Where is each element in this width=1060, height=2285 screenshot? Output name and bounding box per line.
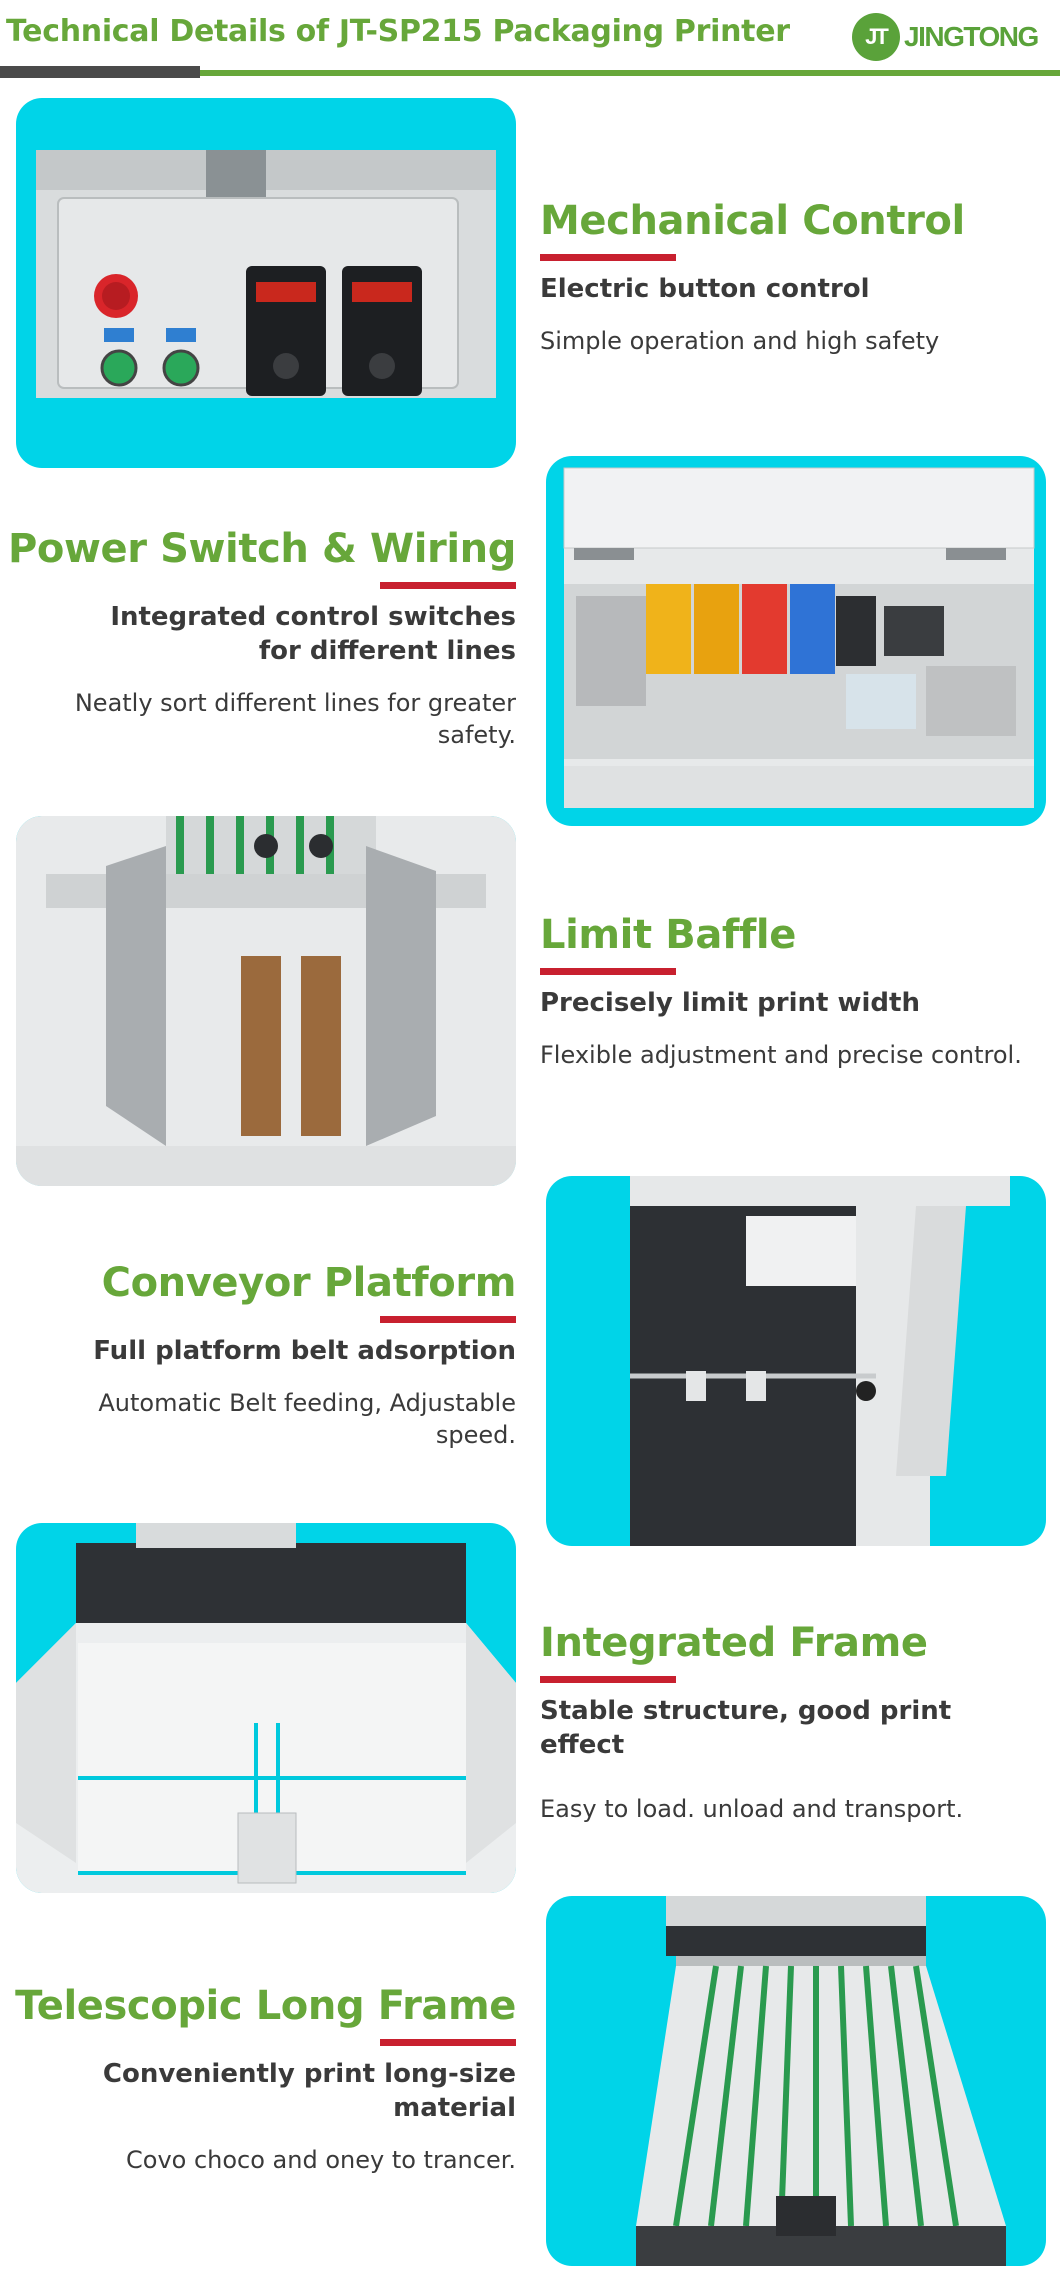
section-heading: Conveyor Platform <box>101 1260 517 1306</box>
section-subheading: Precisely limit print width <box>540 988 920 1018</box>
section-heading: Power Switch & Wiring <box>7 526 516 572</box>
section-subheading: Stable structure, good print effect <box>540 1696 952 1760</box>
control-panel-photo <box>16 98 516 468</box>
section-heading: Integrated Frame <box>540 1620 928 1666</box>
section-description: Neatly sort different lines for greater … <box>74 688 516 749</box>
section-rule <box>380 2039 516 2046</box>
jt-logo-icon: JT <box>852 13 900 61</box>
section-subheading: Conveniently print long-size material <box>102 2059 516 2123</box>
section-description: Simple operation and high safety <box>540 326 940 355</box>
header-divider-dark <box>0 66 200 78</box>
wiring-cabinet-photo <box>546 456 1046 826</box>
section-subheading: Integrated control switches for differen… <box>110 602 516 666</box>
integrated-frame-photo <box>16 1523 516 1893</box>
section-rule <box>380 1316 516 1323</box>
brand-logo: JT JINGTONG <box>852 12 1039 62</box>
section-telescopic-frame: Telescopic Long Frame Conveniently print… <box>0 1983 516 2176</box>
section-limit-baffle: Limit Baffle Precisely limit print width… <box>540 912 1060 1071</box>
section-mechanical-control: Mechanical Control Electric button contr… <box>540 198 1060 357</box>
section-subheading: Electric button control <box>540 274 870 304</box>
section-power-switch: Power Switch & Wiring Integrated control… <box>0 526 516 751</box>
page-title: Technical Details of JT-SP215 Packaging … <box>6 14 790 49</box>
section-rule <box>540 968 676 975</box>
brand-name: JINGTONG <box>904 21 1039 52</box>
limit-baffle-photo <box>16 816 516 1186</box>
section-subheading: Full platform belt adsorption <box>93 1336 516 1366</box>
section-integrated-frame: Integrated Frame Stable structure, good … <box>540 1620 1060 1825</box>
page-header: Technical Details of JT-SP215 Packaging … <box>0 0 1060 82</box>
section-heading: Mechanical Control <box>540 198 965 244</box>
section-rule <box>540 1676 676 1683</box>
section-rule <box>380 582 516 589</box>
telescopic-frame-photo <box>546 1896 1046 2266</box>
section-description: Automatic Belt feeding, Adjustable speed… <box>98 1388 516 1450</box>
section-heading: Telescopic Long Frame <box>15 1983 516 2029</box>
conveyor-platform-photo <box>546 1176 1046 1546</box>
section-description: Covo choco and oney to trancer. <box>126 2145 516 2174</box>
section-rule <box>540 254 676 261</box>
section-heading: Limit Baffle <box>540 912 796 958</box>
section-description: Easy to load. unload and transport. <box>540 1794 964 1823</box>
header-divider-green <box>200 70 1060 76</box>
section-conveyor-platform: Conveyor Platform Full platform belt ads… <box>0 1260 516 1452</box>
section-description: Flexible adjustment and precise control. <box>540 1040 1022 1069</box>
